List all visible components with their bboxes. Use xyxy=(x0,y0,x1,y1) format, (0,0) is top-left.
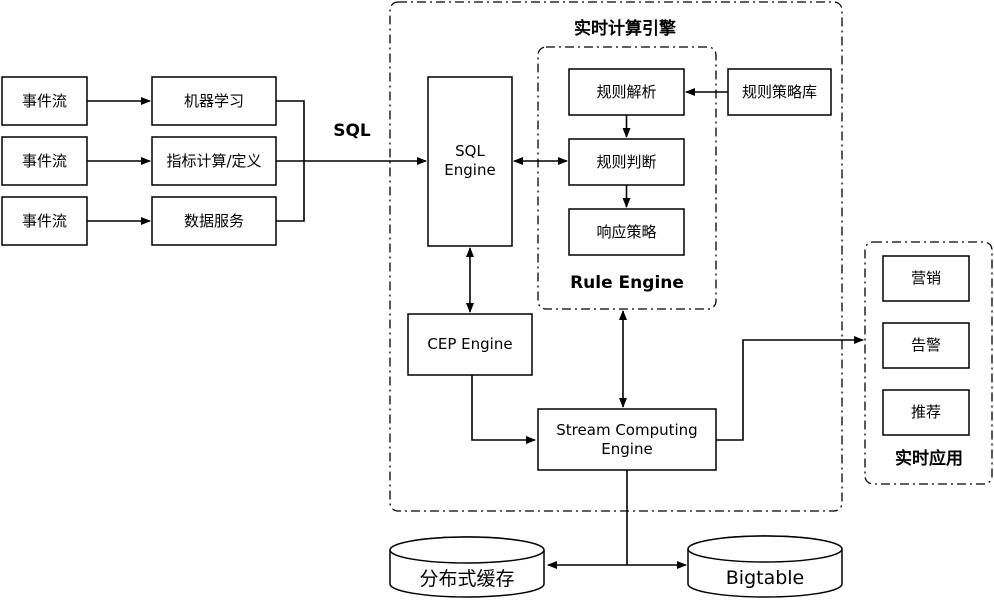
sql-label: SQL xyxy=(333,121,371,141)
realtime-apps-container xyxy=(864,241,993,485)
processor-machine-learning: 机器学习 xyxy=(151,76,277,126)
event-stream-label: 事件流 xyxy=(22,92,67,110)
rule-parse: 规则解析 xyxy=(568,68,685,116)
rule-library: 规则策略库 xyxy=(727,68,832,116)
processor-data-service: 数据服务 xyxy=(151,196,277,246)
sql-engine-line2: Engine xyxy=(444,161,495,179)
bigtable-label: Bigtable xyxy=(726,567,805,589)
stream-computing-engine: Stream Computing Engine xyxy=(537,408,717,471)
rule-library-label: 规则策略库 xyxy=(742,83,817,101)
stream-engine-line1: Stream Computing xyxy=(556,421,697,439)
processor-metric-calc: 指标计算/定义 xyxy=(151,136,277,186)
app-item-label: 推荐 xyxy=(911,403,941,421)
rule-judge: 规则判断 xyxy=(568,138,685,186)
processor-label: 指标计算/定义 xyxy=(166,152,261,170)
distributed-cache-label: 分布式缓存 xyxy=(419,568,514,590)
app-alert: 告警 xyxy=(882,322,970,369)
processor-label: 机器学习 xyxy=(184,92,244,110)
rule-parse-label: 规则解析 xyxy=(596,83,656,101)
event-stream-label: 事件流 xyxy=(22,212,67,230)
app-recommendation: 推荐 xyxy=(882,389,970,436)
arrow-cep-to-stream xyxy=(471,375,536,444)
response-strategy-label: 响应策略 xyxy=(596,223,656,241)
realtime-apps-title: 实时应用 xyxy=(895,448,963,469)
response-strategy: 响应策略 xyxy=(568,208,685,256)
rule-judge-label: 规则判断 xyxy=(596,153,656,171)
bigtable: Bigtable xyxy=(687,535,843,598)
rule-engine-title: Rule Engine xyxy=(570,273,684,293)
processor-label: 数据服务 xyxy=(184,212,244,230)
event-stream-1: 事件流 xyxy=(1,76,88,126)
event-stream-3: 事件流 xyxy=(1,196,88,246)
distributed-cache: 分布式缓存 xyxy=(389,536,545,598)
sql-engine-line1: SQL xyxy=(455,142,485,160)
rule-engine-container xyxy=(537,46,717,310)
event-stream-2: 事件流 xyxy=(1,136,88,186)
realtime-engine-container xyxy=(389,1,843,512)
event-stream-label: 事件流 xyxy=(22,152,67,170)
sql-engine: SQL Engine xyxy=(427,76,513,247)
app-marketing: 营销 xyxy=(882,255,970,302)
app-item-label: 营销 xyxy=(911,269,941,287)
cep-engine-label: CEP Engine xyxy=(427,335,512,353)
arrow-stream-to-apps xyxy=(716,336,864,441)
stream-engine-line2: Engine xyxy=(601,440,652,458)
cep-engine: CEP Engine xyxy=(407,313,533,376)
app-item-label: 告警 xyxy=(911,336,941,354)
realtime-engine-title: 实时计算引擎 xyxy=(574,18,677,39)
